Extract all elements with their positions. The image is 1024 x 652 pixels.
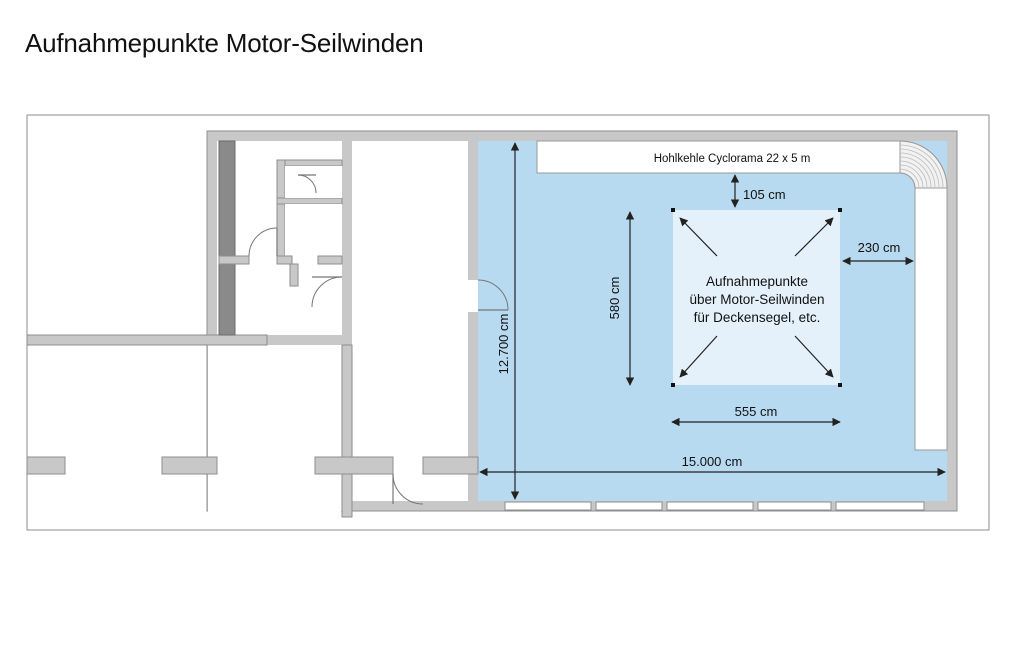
dimension-lines: 105 cm 230 cm 580 cm 555 cm 15.000 cm 12… [479, 142, 946, 500]
dim-room-height-label: 12.700 cm [496, 314, 511, 375]
windows [504, 501, 925, 511]
page-title: Aufnahmepunkte Motor-Seilwinden [25, 28, 424, 58]
left-walls [26, 140, 479, 475]
dim-right-gap-label: 230 cm [858, 240, 901, 255]
dim-zone-width-label: 555 cm [735, 404, 778, 419]
small-rooms [218, 159, 343, 287]
cyclorama-label: Hohlkehle Cyclorama 22 x 5 m [654, 153, 811, 165]
zone-label-line-1: Aufnahmepunkte [706, 274, 808, 289]
dim-zone-height-label: 580 cm [607, 277, 622, 320]
dim-room-width-label: 15.000 cm [682, 454, 743, 469]
dim-top-gap-label: 105 cm [743, 187, 786, 202]
cyclorama: Hohlkehle Cyclorama 22 x 5 m [536, 140, 948, 451]
zone-label-line-2: über Motor-Seilwinden [689, 292, 824, 307]
rigging-zone: Aufnahmepunkte über Motor-Seilwinden für… [671, 208, 842, 387]
zone-label-line-3: für Deckensegel, etc. [694, 310, 821, 325]
doors [248, 174, 509, 505]
